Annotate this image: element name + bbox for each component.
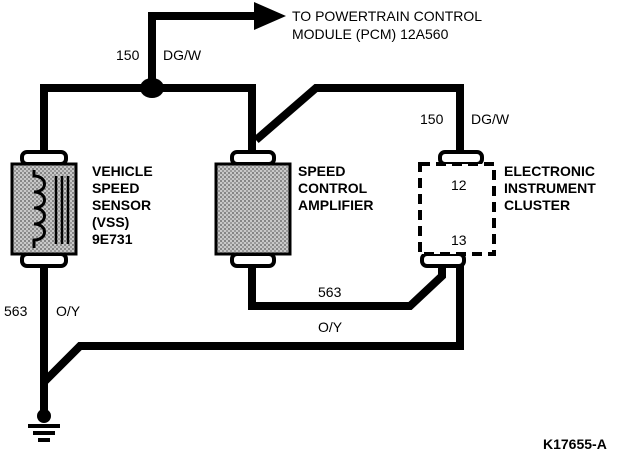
wire-563-ground [40,262,464,412]
pcm-feed-wire [148,2,286,82]
wire-563-left-circuit: 563 [4,303,28,319]
cluster-label-line1: ELECTRONIC [504,163,595,179]
wire-563-middle-color: O/Y [318,319,343,335]
wire-150-right-color: DG/W [471,111,510,127]
cluster-label-line3: CLUSTER [504,197,570,213]
wire-150-top-circuit: 150 [116,47,140,63]
cluster-label-line2: INSTRUMENT [504,180,596,196]
wire-563-middle-circuit: 563 [318,284,342,300]
vss-label-line4: (VSS) [92,214,129,230]
wire-563-amp-cluster [248,262,446,310]
wire-150-top [40,84,256,160]
wire-563-left-color: O/Y [56,303,81,319]
electronic-instrument-cluster: 12 13 [418,150,496,268]
figure-id: K17655-A [543,436,607,452]
wire-150-right-circuit: 150 [420,111,444,127]
amplifier-label-line3: AMPLIFIER [298,197,373,213]
ground-icon [28,409,60,442]
splice-dot-icon [140,78,164,98]
coil-icon [32,170,70,248]
vss-label-line3: SENSOR [92,197,151,213]
wire-150-cluster [253,84,464,158]
arrow-right-icon [254,2,286,30]
vss-label-line5: 9E731 [92,231,133,247]
cluster-pin-13: 13 [451,232,467,248]
amplifier-label-line2: CONTROL [298,180,368,196]
vss-label-line1: VEHICLE [92,163,153,179]
vss-label-line2: SPEED [92,180,139,196]
cluster-pin-12: 12 [451,177,467,193]
amplifier-label-line1: SPEED [298,163,345,179]
vehicle-speed-sensor [10,150,78,268]
pcm-label-line2: MODULE (PCM) 12A560 [292,26,449,42]
wire-150-top-color: DG/W [163,47,202,63]
speed-control-amplifier [214,150,292,268]
pcm-label-line1: TO POWERTRAIN CONTROL [292,8,482,24]
